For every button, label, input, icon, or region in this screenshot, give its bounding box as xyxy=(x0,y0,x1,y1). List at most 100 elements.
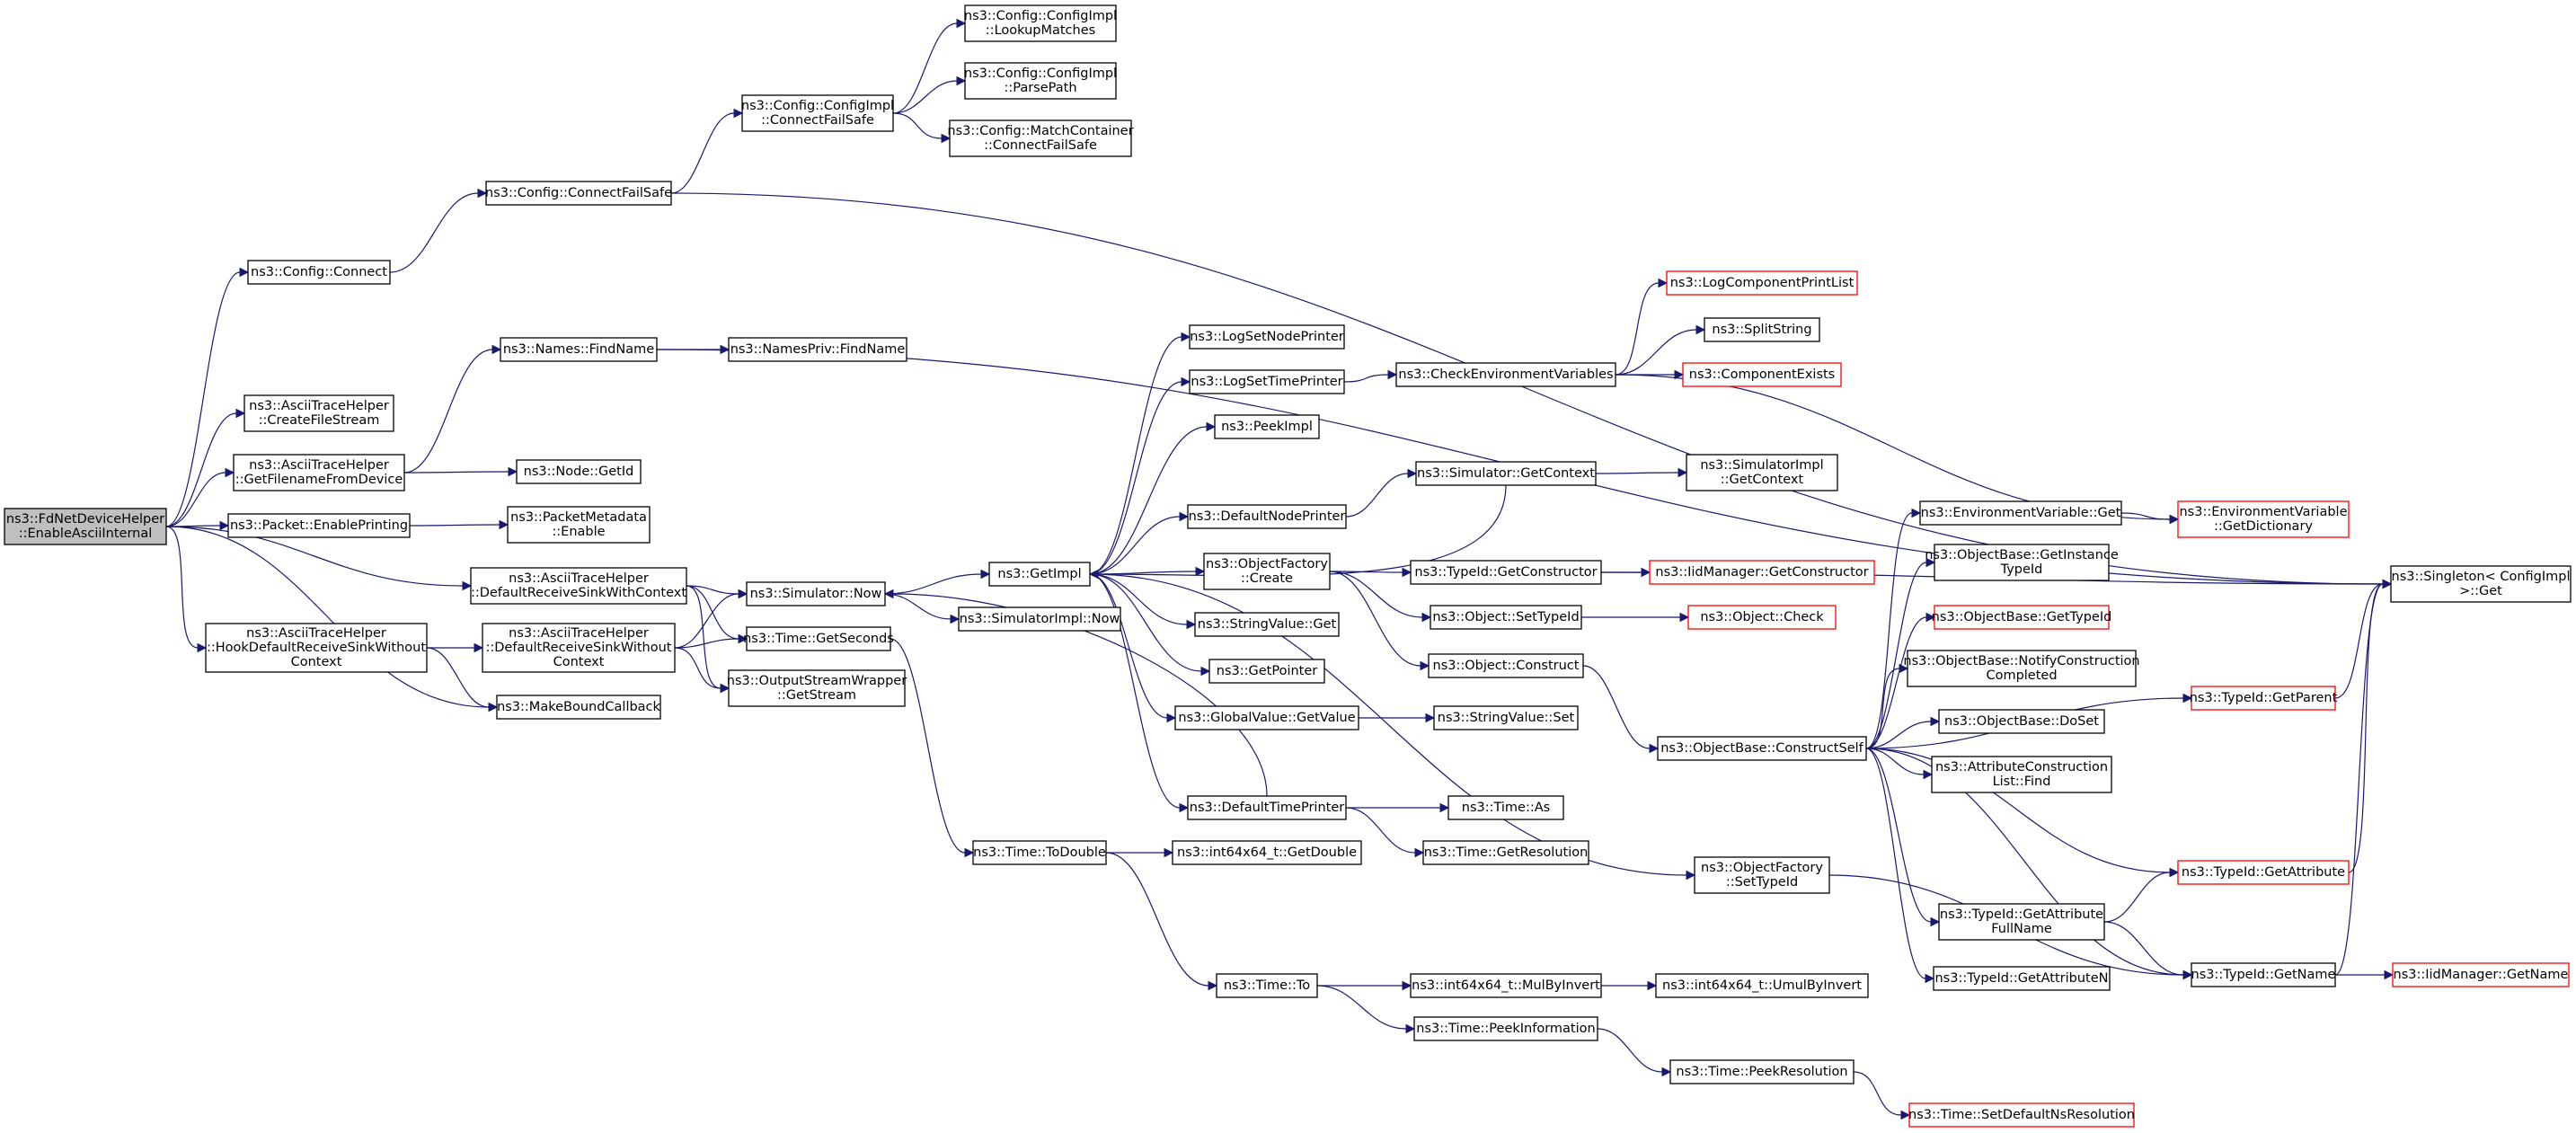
edge-simulator-now-to-simimpl-now xyxy=(884,593,960,624)
edge-arrowhead xyxy=(1206,421,1217,432)
node-packet-metadata-enable[interactable]: ns3::PacketMetadata::Enable xyxy=(507,506,651,544)
edge-arrowhead xyxy=(2384,969,2395,980)
node-typeid-getconstructor[interactable]: ns3::TypeId::GetConstructor xyxy=(1410,560,1602,585)
edge-line xyxy=(403,349,493,474)
node-iidmanager-getconstructor[interactable]: ns3::IidManager::GetConstructor xyxy=(1649,560,1875,585)
node-osw-getstream[interactable]: ns3::OutputStreamWrapper::GetStream xyxy=(727,669,907,707)
node-make-bound-callback[interactable]: ns3::MakeBoundCallback xyxy=(496,695,661,720)
node-namespriv-findname[interactable]: ns3::NamesPriv::FindName xyxy=(728,337,907,362)
node-cfgimpl-lookup[interactable]: ns3::Config::ConfigImpl::LookupMatches xyxy=(964,4,1117,42)
node-cfgimpl-parsepath[interactable]: ns3::Config::ConfigImpl::ParsePath xyxy=(964,62,1117,100)
node-box xyxy=(4,508,167,545)
node-label: ns3::TypeId::GetAttribute xyxy=(2182,865,2345,880)
node-time-todouble[interactable]: ns3::Time::ToDouble xyxy=(972,840,1107,865)
node-hook-drs-without-context[interactable]: ns3::AsciiTraceHelper::HookDefaultReceiv… xyxy=(205,623,428,673)
node-time-getseconds[interactable]: ns3::Time::GetSeconds xyxy=(743,626,894,651)
node-object-construct[interactable]: ns3::Object::Construct xyxy=(1428,653,1584,678)
node-object-factory-settypeid[interactable]: ns3::ObjectFactory::SetTypeId xyxy=(1694,856,1830,894)
node-objectbase-notifyconstruction[interactable]: ns3::ObjectBase::NotifyConstructionCompl… xyxy=(1903,650,2140,687)
edge-typeid-getname-to-singleton-get xyxy=(2334,579,2393,976)
node-time-as[interactable]: ns3::Time::As xyxy=(1447,795,1564,820)
node-get-filename[interactable]: ns3::AsciiTraceHelper::GetFilenameFromDe… xyxy=(233,454,405,491)
node-typeid-getattribute[interactable]: ns3::TypeId::GetAttribute xyxy=(2177,860,2350,885)
node-typeid-getparent[interactable]: ns3::TypeId::GetParent xyxy=(2190,686,2338,711)
node-stringvalue-get[interactable]: ns3::StringValue::Get xyxy=(1194,612,1340,637)
edge-line xyxy=(2348,583,2384,873)
node-packet-enable-printing[interactable]: ns3::Packet::EnablePrinting xyxy=(227,513,411,538)
node-label: ns3::Config::MatchContainer xyxy=(947,124,1133,138)
node-root[interactable]: ns3::FdNetDeviceHelper::EnableAsciiInter… xyxy=(4,508,167,545)
node-box xyxy=(1189,324,1345,350)
node-component-exists[interactable]: ns3::ComponentExists xyxy=(1682,362,1842,387)
node-cfg-connect-failsafe[interactable]: ns3::Config::ConnectFailSafe xyxy=(485,181,672,206)
edge-line xyxy=(884,593,952,620)
edge-line xyxy=(1597,1028,1663,1073)
node-check-env-vars[interactable]: ns3::CheckEnvironmentVariables xyxy=(1395,362,1616,387)
node-log-component-print-list[interactable]: ns3::LogComponentPrintList xyxy=(1666,270,1858,296)
node-object-check[interactable]: ns3::Object::Check xyxy=(1687,605,1837,630)
node-object-settypeid[interactable]: ns3::Object::SetTypeId xyxy=(1430,605,1582,630)
node-cfgimpl-connect-failsafe[interactable]: ns3::Config::ConfigImpl::ConnectFailSafe xyxy=(741,94,894,132)
node-int64-getdouble[interactable]: ns3::int64x64_t::GetDouble xyxy=(1172,840,1362,865)
node-box xyxy=(470,567,687,605)
node-objectbase-constructself[interactable]: ns3::ObjectBase::ConstructSelf xyxy=(1657,736,1867,761)
node-time-setdefaultnsresolution[interactable]: ns3::Time::SetDefaultNsResolution xyxy=(1908,1102,2135,1128)
node-cfg-connect[interactable]: ns3::Config::Connect xyxy=(247,260,391,285)
node-int64-mulbyinvert[interactable]: ns3::int64x64_t::MulByInvert xyxy=(1410,973,1602,998)
node-box xyxy=(247,260,391,285)
node-log-set-node-printer[interactable]: ns3::LogSetNodePrinter xyxy=(1189,324,1345,350)
node-label: TypeId xyxy=(2000,562,2043,577)
edge-arrowhead xyxy=(1387,369,1398,380)
node-matchcontainer-cfs[interactable]: ns3::Config::MatchContainer::ConnectFail… xyxy=(947,119,1134,157)
node-simulator-getcontext[interactable]: ns3::Simulator::GetContext xyxy=(1415,461,1597,486)
edge-line xyxy=(1089,573,1181,809)
node-drs-with-context[interactable]: ns3::AsciiTraceHelper::DefaultReceiveSin… xyxy=(470,567,687,605)
node-envvar-getdictionary[interactable]: ns3::EnvironmentVariable::GetDictionary xyxy=(2177,500,2350,538)
node-envvar-get[interactable]: ns3::EnvironmentVariable::Get xyxy=(1919,500,2122,526)
node-label: ::DefaultReceiveSinkWithContext xyxy=(471,586,686,600)
node-globalvalue-getvalue[interactable]: ns3::GlobalValue::GetValue xyxy=(1174,705,1359,730)
node-simulator-now[interactable]: ns3::Simulator::Now xyxy=(746,581,886,606)
node-typeid-getname[interactable]: ns3::TypeId::GetName xyxy=(2191,962,2336,987)
edge-object-construct-to-objectbase-constructself xyxy=(1582,665,1660,754)
node-singleton-get[interactable]: ns3::Singleton< ConfigImpl >::Get xyxy=(2390,565,2572,603)
node-int64-umulbyinvert[interactable]: ns3::int64x64_t::UmulByInvert xyxy=(1655,973,1869,998)
node-iidmanager-getname[interactable]: ns3::IidManager::GetName xyxy=(2392,962,2570,987)
edge-arrowhead xyxy=(235,408,246,419)
edge-line xyxy=(1097,484,1507,577)
node-time-to[interactable]: ns3::Time::To xyxy=(1216,973,1318,998)
node-default-time-printer[interactable]: ns3::DefaultTimePrinter xyxy=(1187,795,1347,820)
node-getimpl[interactable]: ns3::GetImpl xyxy=(988,562,1091,587)
node-default-node-printer[interactable]: ns3::DefaultNodePrinter xyxy=(1187,504,1347,529)
node-log-set-time-printer[interactable]: ns3::LogSetTimePrinter xyxy=(1189,369,1345,394)
node-label: ns3::Object::Check xyxy=(1700,610,1824,624)
node-label: ns3::TypeId::GetAttribute xyxy=(1940,907,2103,922)
node-split-string[interactable]: ns3::SplitString xyxy=(1704,317,1820,342)
edge-arrowhead xyxy=(508,466,518,477)
node-time-peekresolution[interactable]: ns3::Time::PeekResolution xyxy=(1669,1059,1855,1084)
node-simimpl-now[interactable]: ns3::SimulatorImpl::Now xyxy=(958,606,1121,632)
node-label: ns3::AsciiTraceHelper xyxy=(509,571,649,586)
node-simimpl-getcontext[interactable]: ns3::SimulatorImpl::GetContext xyxy=(1686,454,1838,491)
node-typeid-getattributen[interactable]: ns3::TypeId::GetAttributeN xyxy=(1933,966,2111,991)
node-time-getresolution[interactable]: ns3::Time::GetResolution xyxy=(1422,840,1589,865)
node-box xyxy=(728,337,907,362)
node-create-file-stream[interactable]: ns3::AsciiTraceHelper::CreateFileStream xyxy=(243,394,394,432)
node-label: ::ParsePath xyxy=(1004,81,1076,95)
node-stringvalue-set[interactable]: ns3::StringValue::Set xyxy=(1433,705,1579,730)
node-peekimpl[interactable]: ns3::PeekImpl xyxy=(1214,414,1320,439)
node-names-findname[interactable]: ns3::Names::FindName xyxy=(500,337,658,362)
node-time-peekinformation[interactable]: ns3::Time::PeekInformation xyxy=(1413,1016,1598,1041)
edge-line xyxy=(165,526,199,649)
edge-arrowhead xyxy=(2169,514,2180,525)
node-getpointer[interactable]: ns3::GetPointer xyxy=(1208,659,1325,684)
node-object-factory-create[interactable]: ns3::ObjectFactory::Create xyxy=(1203,553,1331,590)
node-node-getid[interactable]: ns3::Node::GetId xyxy=(516,459,642,484)
node-objectbase-doset[interactable]: ns3::ObjectBase::DoSet xyxy=(1938,709,2105,734)
node-box xyxy=(243,394,394,432)
node-objectbase-gettypeid[interactable]: ns3::ObjectBase::GetTypeId xyxy=(1932,605,2112,630)
node-drs-without-context[interactable]: ns3::AsciiTraceHelper::DefaultReceiveSin… xyxy=(482,623,676,673)
